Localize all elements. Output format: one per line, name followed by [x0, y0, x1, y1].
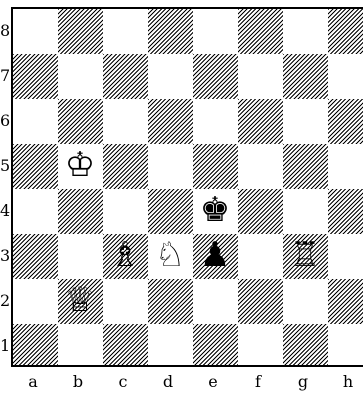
rank-label-4: 4: [0, 203, 10, 219]
file-label-d: d: [158, 374, 178, 390]
square-f3[interactable]: [238, 234, 283, 279]
square-c5[interactable]: [103, 144, 148, 189]
rank-label-3: 3: [0, 248, 10, 264]
square-c8[interactable]: [103, 9, 148, 54]
square-a7[interactable]: [13, 54, 58, 99]
square-a8[interactable]: [13, 9, 58, 54]
square-a2[interactable]: [13, 279, 58, 324]
black-pawn-glyph: ♟: [200, 238, 230, 272]
file-label-f: f: [248, 374, 268, 390]
square-b1[interactable]: [58, 324, 103, 367]
square-d2[interactable]: [148, 279, 193, 324]
square-c1[interactable]: [103, 324, 148, 367]
rank-label-7: 7: [0, 68, 10, 84]
square-e5[interactable]: [193, 144, 238, 189]
file-label-b: b: [68, 374, 88, 390]
square-g4[interactable]: [283, 189, 328, 234]
square-b8[interactable]: [58, 9, 103, 54]
white-king-icon[interactable]: ♔: [60, 146, 100, 186]
white-knight-glyph: ♘: [155, 238, 185, 272]
file-label-g: g: [293, 374, 313, 390]
square-d1[interactable]: [148, 324, 193, 367]
white-rook-glyph: ♖: [290, 238, 320, 272]
square-h3[interactable]: [328, 234, 363, 279]
white-knight-icon[interactable]: ♘: [150, 236, 190, 276]
black-pawn-icon[interactable]: ♟: [195, 236, 235, 276]
square-a5[interactable]: [13, 144, 58, 189]
square-b6[interactable]: [58, 99, 103, 144]
square-c6[interactable]: [103, 99, 148, 144]
white-king-glyph: ♔: [65, 148, 95, 182]
square-h8[interactable]: [328, 9, 363, 54]
square-g5[interactable]: [283, 144, 328, 189]
square-a6[interactable]: [13, 99, 58, 144]
square-a4[interactable]: [13, 189, 58, 234]
white-queen-glyph: ♕: [65, 283, 95, 317]
rank-label-1: 1: [0, 338, 10, 354]
file-label-e: e: [203, 374, 223, 390]
square-a1[interactable]: [13, 324, 58, 367]
square-d6[interactable]: [148, 99, 193, 144]
file-label-c: c: [113, 374, 133, 390]
square-g2[interactable]: [283, 279, 328, 324]
square-d4[interactable]: [148, 189, 193, 234]
square-g8[interactable]: [283, 9, 328, 54]
square-h1[interactable]: [328, 324, 363, 367]
square-c7[interactable]: [103, 54, 148, 99]
square-e8[interactable]: [193, 9, 238, 54]
square-f1[interactable]: [238, 324, 283, 367]
square-d7[interactable]: [148, 54, 193, 99]
white-queen-icon[interactable]: ♕: [60, 281, 100, 321]
square-c2[interactable]: [103, 279, 148, 324]
white-bishop-glyph: ♗: [110, 238, 140, 272]
square-e1[interactable]: [193, 324, 238, 367]
square-g1[interactable]: [283, 324, 328, 367]
square-f8[interactable]: [238, 9, 283, 54]
rank-label-8: 8: [0, 23, 10, 39]
square-h6[interactable]: [328, 99, 363, 144]
black-king-icon[interactable]: ♚: [195, 191, 235, 231]
square-c4[interactable]: [103, 189, 148, 234]
square-e7[interactable]: [193, 54, 238, 99]
square-f7[interactable]: [238, 54, 283, 99]
square-e6[interactable]: [193, 99, 238, 144]
black-king-glyph: ♚: [200, 193, 230, 227]
square-f4[interactable]: [238, 189, 283, 234]
chess-board: ♔ ♚ ♗ ♘ ♟ ♖ ♕: [11, 7, 363, 367]
white-bishop-icon[interactable]: ♗: [105, 236, 145, 276]
square-h5[interactable]: [328, 144, 363, 189]
square-h7[interactable]: [328, 54, 363, 99]
square-a3[interactable]: [13, 234, 58, 279]
square-b7[interactable]: [58, 54, 103, 99]
square-d5[interactable]: [148, 144, 193, 189]
square-e2[interactable]: [193, 279, 238, 324]
white-rook-icon[interactable]: ♖: [285, 236, 325, 276]
file-label-a: a: [23, 374, 43, 390]
rank-label-2: 2: [0, 293, 10, 309]
square-b3[interactable]: [58, 234, 103, 279]
square-b4[interactable]: [58, 189, 103, 234]
rank-label-6: 6: [0, 113, 10, 129]
square-f5[interactable]: [238, 144, 283, 189]
rank-label-5: 5: [0, 158, 10, 174]
square-h2[interactable]: [328, 279, 363, 324]
square-h4[interactable]: [328, 189, 363, 234]
square-g7[interactable]: [283, 54, 328, 99]
square-g6[interactable]: [283, 99, 328, 144]
file-label-h: h: [338, 374, 358, 390]
square-f6[interactable]: [238, 99, 283, 144]
square-d8[interactable]: [148, 9, 193, 54]
square-f2[interactable]: [238, 279, 283, 324]
